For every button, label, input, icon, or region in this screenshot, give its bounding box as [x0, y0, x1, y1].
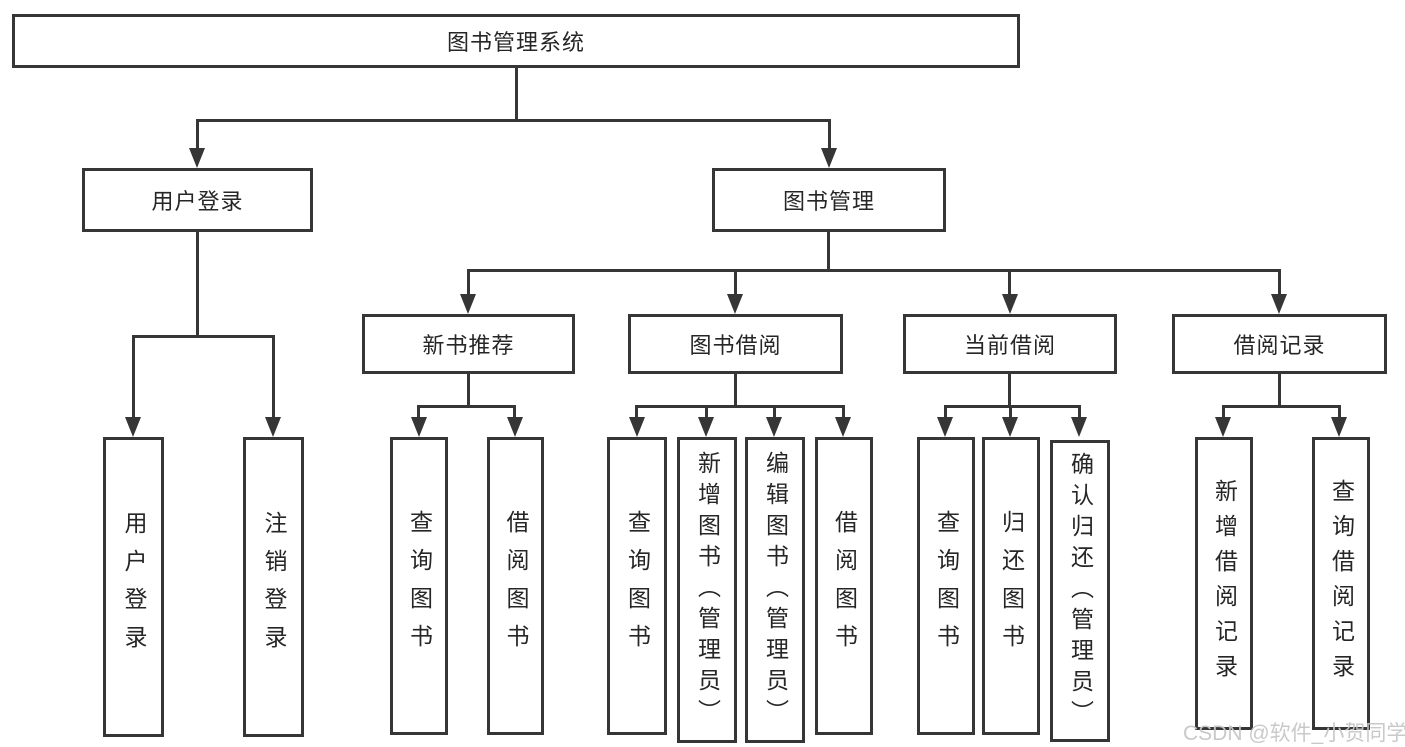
connector-line [944, 405, 947, 419]
leaf-add-book-admin: 新增图书（管理员） [677, 437, 737, 743]
connector-line [1008, 269, 1011, 299]
arrowhead-icon [411, 417, 427, 437]
connector-line [196, 119, 831, 122]
node-book-borrow: 图书借阅 [628, 314, 843, 374]
connector-line [132, 335, 135, 423]
arrowhead-icon [507, 417, 523, 437]
connector-line [944, 405, 1081, 408]
connector-line [196, 232, 199, 337]
arrowhead-icon [727, 294, 743, 314]
leaf-add-borrow-record: 新增借阅记录 [1195, 437, 1253, 730]
connector-line [828, 119, 831, 152]
connector-line [1222, 405, 1225, 419]
arrowhead-icon [1271, 294, 1287, 314]
leaf-user-login: 用户登录 [103, 437, 164, 737]
connector-line [773, 405, 776, 419]
connector-line [705, 405, 708, 419]
arrowhead-icon [1002, 417, 1018, 437]
arrowhead-icon [1002, 294, 1018, 314]
connector-line [734, 374, 737, 407]
node-book-management: 图书管理 [712, 168, 946, 232]
connector-line [467, 269, 1281, 272]
node-current-borrow: 当前借阅 [903, 314, 1117, 374]
arrowhead-icon [698, 417, 714, 437]
connector-line [1009, 405, 1012, 419]
node-new-book-recommend: 新书推荐 [362, 314, 575, 374]
leaf-edit-book-admin: 编辑图书（管理员） [745, 437, 805, 743]
connector-line [1278, 374, 1281, 407]
connector-line [417, 405, 516, 408]
connector-line [1222, 405, 1341, 408]
leaf-query-borrow-record: 查询借阅记录 [1312, 437, 1370, 730]
connector-line [1078, 405, 1081, 419]
arrowhead-icon [821, 148, 837, 168]
connector-line [196, 119, 199, 152]
leaf-query-books-2: 查询图书 [607, 437, 667, 735]
connector-line [1278, 269, 1281, 299]
arrowhead-icon [937, 417, 953, 437]
arrowhead-icon [460, 294, 476, 314]
connector-line [635, 405, 845, 408]
leaf-query-books-1: 查询图书 [390, 437, 448, 735]
connector-line [1338, 405, 1341, 419]
connector-line [734, 269, 737, 299]
leaf-confirm-return-admin: 确认归还（管理员） [1050, 440, 1110, 742]
arrowhead-icon [835, 417, 851, 437]
connector-line [515, 68, 518, 121]
connector-line [827, 232, 830, 272]
arrowhead-icon [1215, 417, 1231, 437]
node-user-login: 用户登录 [82, 168, 313, 232]
leaf-borrow-books-1: 借阅图书 [487, 437, 544, 735]
node-root: 图书管理系统 [12, 14, 1020, 68]
leaf-logout: 注销登录 [243, 437, 304, 737]
connector-line [842, 405, 845, 419]
arrowhead-icon [189, 148, 205, 168]
leaf-borrow-books-2: 借阅图书 [815, 437, 873, 735]
leaf-query-books-3: 查询图书 [917, 437, 975, 735]
connector-line [513, 405, 516, 419]
connector-line [417, 405, 420, 419]
node-borrow-records: 借阅记录 [1172, 314, 1387, 374]
arrowhead-icon [1331, 417, 1347, 437]
connector-line [467, 269, 470, 299]
arrowhead-icon [629, 417, 645, 437]
arrowhead-icon [125, 417, 141, 437]
connector-line [635, 405, 638, 419]
arrowhead-icon [1071, 417, 1087, 437]
connector-line [272, 335, 275, 423]
connector-line [467, 374, 470, 407]
arrowhead-icon [265, 417, 281, 437]
connector-line [132, 335, 275, 338]
arrowhead-icon [766, 417, 782, 437]
connector-line [1008, 374, 1011, 407]
watermark: CSDN @软件_小贺同学 [1183, 722, 1405, 745]
leaf-return-book: 归还图书 [982, 437, 1040, 735]
